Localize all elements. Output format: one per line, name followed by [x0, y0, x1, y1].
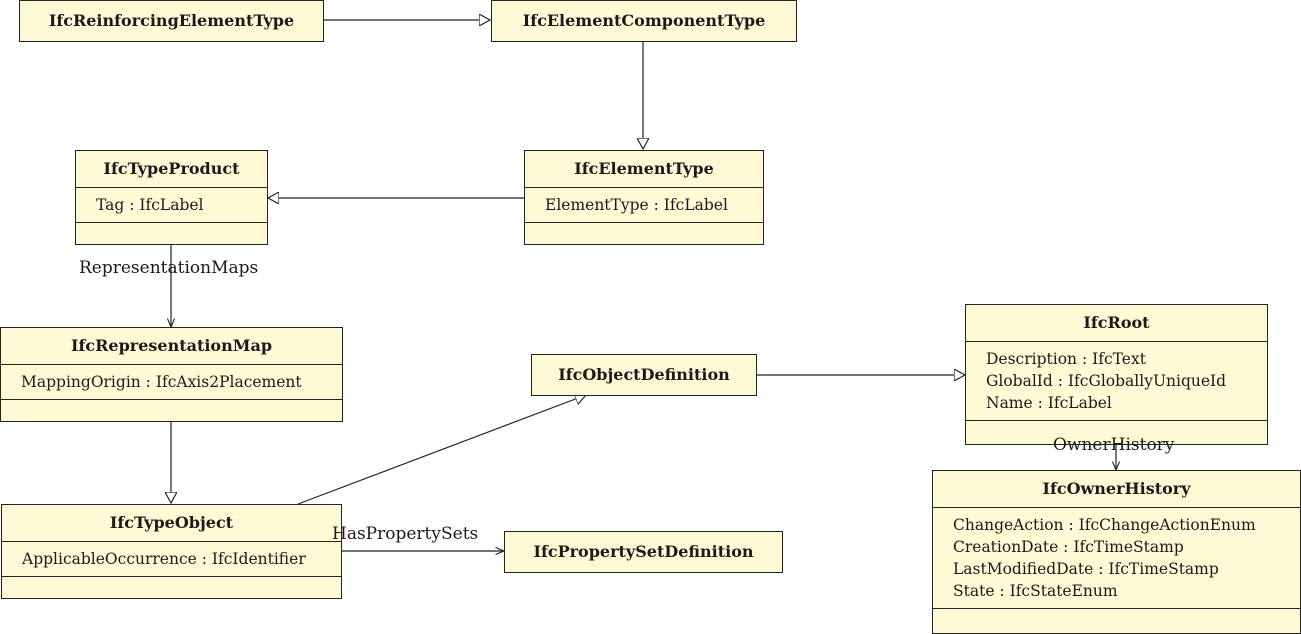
attribute: ElementType : IfcLabel	[545, 196, 728, 214]
class-name: IfcTypeProduct	[103, 159, 240, 178]
class-name: IfcOwnerHistory	[1042, 479, 1191, 498]
attribute: MappingOrigin : IfcAxis2Placement	[21, 373, 302, 391]
class-name: IfcPropertySetDefinition	[533, 542, 754, 561]
class-name: IfcTypeObject	[109, 513, 234, 532]
class-name: IfcReinforcingElementType	[48, 11, 295, 30]
class-ifc-object-definition[interactable]: IfcObjectDefinition	[531, 354, 757, 396]
class-attributes: Description : IfcText GlobalId : IfcGlob…	[966, 341, 1267, 420]
class-ifc-element-type[interactable]: IfcElementType ElementType : IfcLabel	[524, 150, 764, 245]
attribute: State : IfcStateEnum	[953, 582, 1118, 600]
association-label-has-property-sets: HasPropertySets	[332, 524, 479, 544]
class-name: IfcElementType	[574, 159, 714, 178]
class-operations	[966, 420, 1267, 444]
class-operations	[1, 399, 342, 421]
attribute: Name : IfcLabel	[986, 394, 1112, 412]
class-attributes: ChangeAction : IfcChangeActionEnum Creat…	[933, 507, 1300, 608]
class-attributes: Tag : IfcLabel	[76, 187, 267, 222]
class-operations	[76, 222, 267, 244]
class-name: IfcRoot	[1083, 313, 1150, 332]
class-ifc-representation-map[interactable]: IfcRepresentationMap MappingOrigin : Ifc…	[0, 327, 343, 422]
class-name: IfcObjectDefinition	[558, 365, 730, 384]
class-name: IfcRepresentationMap	[71, 336, 272, 355]
attribute: LastModifiedDate : IfcTimeStamp	[953, 560, 1219, 578]
attribute: Tag : IfcLabel	[96, 196, 204, 214]
class-ifc-root[interactable]: IfcRoot Description : IfcText GlobalId :…	[965, 304, 1268, 445]
attribute: GlobalId : IfcGloballyUniqueId	[986, 372, 1227, 390]
class-ifc-type-object[interactable]: IfcTypeObject ApplicableOccurrence : Ifc…	[1, 504, 342, 599]
class-operations	[525, 222, 763, 244]
attribute: ChangeAction : IfcChangeActionEnum	[953, 516, 1256, 534]
class-attributes: ElementType : IfcLabel	[525, 187, 763, 222]
class-name: IfcElementComponentType	[522, 11, 766, 30]
class-attributes: ApplicableOccurrence : IfcIdentifier	[2, 541, 341, 576]
attribute: ApplicableOccurrence : IfcIdentifier	[22, 550, 306, 568]
association-label-owner-history: OwnerHistory	[1053, 435, 1175, 455]
class-attributes: MappingOrigin : IfcAxis2Placement	[1, 364, 342, 399]
generalization-typeobject-to-objectdefinition	[297, 395, 586, 505]
class-operations	[2, 576, 341, 598]
attribute: Description : IfcText	[986, 350, 1146, 368]
association-label-representation-maps: RepresentationMaps	[79, 258, 259, 278]
class-ifc-reinforcing-element-type[interactable]: IfcReinforcingElementType	[19, 0, 324, 42]
class-ifc-owner-history[interactable]: IfcOwnerHistory ChangeAction : IfcChange…	[932, 470, 1301, 634]
class-ifc-property-set-definition[interactable]: IfcPropertySetDefinition	[504, 531, 783, 573]
attribute: CreationDate : IfcTimeStamp	[953, 538, 1184, 556]
class-operations	[933, 608, 1300, 633]
class-ifc-type-product[interactable]: IfcTypeProduct Tag : IfcLabel	[75, 150, 268, 245]
class-ifc-element-component-type[interactable]: IfcElementComponentType	[491, 0, 797, 42]
